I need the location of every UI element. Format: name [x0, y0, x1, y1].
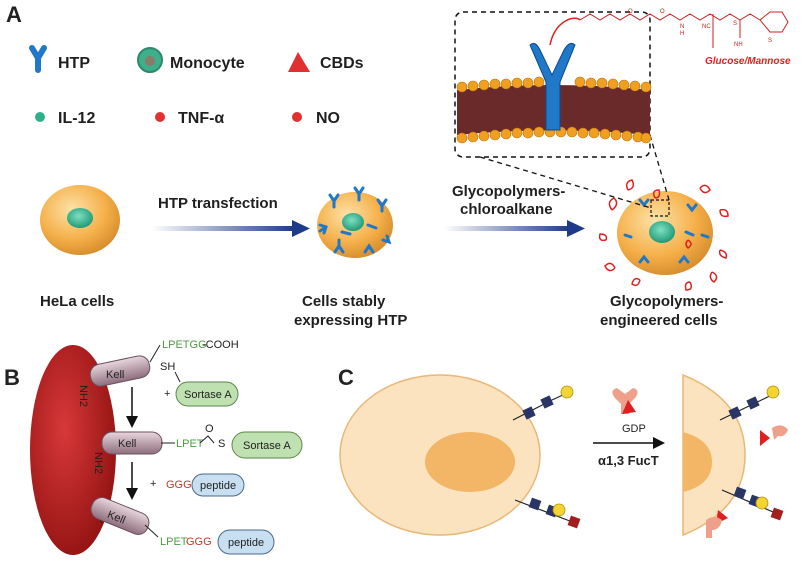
chem-o1: O [628, 9, 633, 15]
chem-o2: O [660, 9, 665, 15]
sortase-box-1 [175, 381, 239, 407]
legend-htp: HTP [29, 45, 90, 73]
legend-cbds-label: CBDs [320, 55, 364, 72]
tnf-icon [155, 112, 165, 122]
legend-monocyte-label: Monocyte [170, 55, 245, 72]
legend-htp-label: HTP [58, 55, 90, 72]
legend-no-label: NO [316, 110, 340, 127]
step1-label: HTP transfection [158, 195, 278, 212]
peptide-1-label: peptide [200, 480, 236, 492]
zoom-target-box [650, 199, 670, 217]
chem-s: S [733, 21, 737, 27]
sugar-label: Glucose/Mannose [705, 56, 791, 67]
legend-il12-label: IL-12 [58, 110, 95, 127]
kell-2-label: Kell [118, 438, 136, 450]
panel-a-letter: A [6, 2, 22, 27]
cell-c-right [682, 373, 746, 537]
glycan-left-top [512, 385, 574, 421]
nh2-1: NH2 [77, 385, 89, 407]
kell-1: Kell [89, 355, 151, 387]
o-label: O [205, 423, 214, 435]
legend-tnf-label: TNF-α [178, 110, 224, 127]
lectin-gdp-icon [612, 388, 638, 414]
panel-c-letter: C [338, 365, 354, 390]
stable-label-1: Cells stably [302, 293, 386, 310]
lpetgg-label: LPETGG [162, 339, 207, 351]
glycan-left-bottom [514, 497, 581, 529]
gdp-label: GDP [622, 423, 646, 435]
kell-2: Kell [101, 431, 163, 455]
chem-s2: S [768, 38, 772, 44]
nh2-2: NH2 [92, 452, 104, 474]
chem-structure [579, 11, 789, 48]
step2-label-1: Glycopolymers- [452, 183, 565, 200]
legend-cbds: CBDs [288, 52, 364, 72]
kell-3: Kell [90, 497, 150, 535]
kell-1-label: Kell [106, 369, 124, 381]
cbds-icon [288, 52, 310, 72]
step2-label-2: chloroalkane [460, 201, 553, 218]
ggg2-label: GGG [186, 536, 212, 548]
panel-b-letter: B [4, 365, 20, 390]
arrow-transfection [152, 220, 310, 237]
hela-cell [40, 185, 120, 255]
chem-nh: NH [734, 42, 743, 48]
hela-label: HeLa cells [40, 293, 114, 310]
lpet2-label: LPET [160, 536, 188, 548]
glycan-right-bottom [706, 486, 784, 538]
plus-2: + [150, 478, 156, 490]
cooh-label: -COOH [202, 339, 239, 351]
engineered-label-1: Glycopolymers- [610, 293, 723, 310]
lpet-label: LPET [176, 438, 204, 450]
plus-1: + [164, 388, 170, 400]
htp-cell [317, 186, 393, 258]
no-icon [292, 112, 302, 122]
engineered-label-2: engineered cells [600, 312, 718, 329]
peptide-2-label: peptide [228, 537, 264, 549]
enzyme-label: α1,3 FucT [598, 453, 659, 468]
sortase-1-label: Sortase A [184, 389, 232, 401]
sh-label: SH [160, 361, 175, 373]
legend-il12: IL-12 [35, 110, 95, 127]
il12-icon [35, 112, 45, 122]
s-label: S [218, 438, 225, 450]
glycan-right-top [719, 385, 788, 446]
chem-h: H [680, 31, 684, 37]
peptide-box-1 [191, 473, 245, 497]
chem-n: N [680, 24, 684, 30]
ggg-label: GGG [166, 479, 192, 491]
arrow-glycopolymer [444, 220, 585, 237]
engineered-cell [598, 179, 729, 291]
chem-nc: NC [702, 24, 711, 30]
cell-c-left [339, 374, 541, 536]
legend-tnf: TNF-α [155, 110, 224, 127]
legend-monocyte: Monocyte [137, 47, 245, 73]
sortase-box-2 [231, 431, 303, 459]
htp-protein [529, 42, 576, 131]
htp-icon [29, 45, 47, 73]
peptide-box-2 [217, 529, 275, 555]
legend-no: NO [292, 110, 340, 127]
stable-label-2: expressing HTP [294, 312, 407, 329]
sortase-2-label: Sortase A [243, 440, 291, 452]
